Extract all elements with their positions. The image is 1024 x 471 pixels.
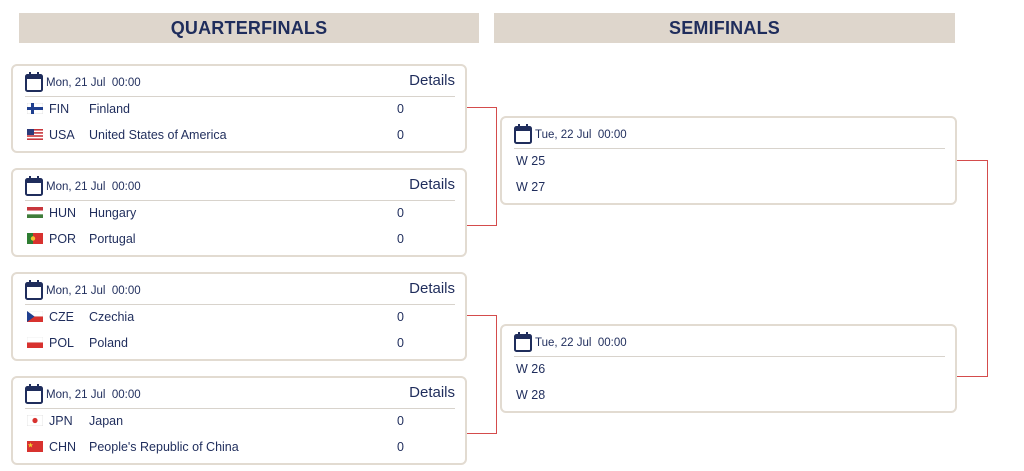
bracket-connector [467,315,497,434]
details-link[interactable]: Details [409,384,455,401]
poland-flag-icon [27,337,43,348]
calendar-icon [25,72,43,92]
details-link[interactable]: Details [409,280,455,297]
details-link[interactable]: Details [409,176,455,193]
bracket-connector [957,160,988,377]
match-date: Tue, 22 Jul 00:00 [535,129,627,141]
team-row[interactable]: JPN Japan 0 [27,411,455,431]
team-placeholder: W 27 [516,180,546,194]
china-flag-icon [27,441,43,452]
team-name: Hungary [89,206,137,220]
match-header: Mon, 21 Jul 00:00 Details [25,176,455,201]
team-row[interactable]: CZE Czechia 0 [27,307,455,327]
team-score: 0 [397,440,404,454]
team-score: 0 [397,232,404,246]
team-score: 0 [397,128,404,142]
team-row[interactable]: POR Portugal 0 [27,229,455,249]
match-date: Mon, 21 Jul 00:00 [46,77,141,89]
match-date: Tue, 22 Jul 00:00 [535,337,627,349]
team-code: POR [49,232,77,246]
match-header: Mon, 21 Jul 00:00 Details [25,72,455,97]
team-code: FIN [49,102,70,116]
finland-flag-icon [27,103,43,114]
team-name: Finland [89,102,130,116]
usa-flag-icon [27,129,43,140]
hungary-flag-icon [27,207,43,218]
team-code: HUN [49,206,77,220]
match-card-qf3[interactable]: Mon, 21 Jul 00:00 Details CZE Czechia 0 … [11,272,467,361]
team-name: Czechia [89,310,135,324]
czechia-flag-icon [27,311,43,322]
match-card-qf1[interactable]: Mon, 21 Jul 00:00 Details FIN Finland 0 … [11,64,467,153]
calendar-icon [514,124,532,144]
team-code: CHN [49,440,77,454]
japan-flag-icon [27,415,43,426]
calendar-icon [25,384,43,404]
team-placeholder: W 25 [516,154,546,168]
quarterfinals-header: QUARTERFINALS [19,13,479,43]
match-date: Mon, 21 Jul 00:00 [46,389,141,401]
match-card-qf4[interactable]: Mon, 21 Jul 00:00 Details JPN Japan 0 CH… [11,376,467,465]
match-card-qf2[interactable]: Mon, 21 Jul 00:00 Details HUN Hungary 0 … [11,168,467,257]
team-score: 0 [397,414,404,428]
team-code: CZE [49,310,74,324]
match-header: Mon, 21 Jul 00:00 Details [25,384,455,409]
team-name: People's Republic of China [89,440,239,454]
details-link[interactable]: Details [409,72,455,89]
team-code: POL [49,336,75,350]
match-header: Mon, 21 Jul 00:00 Details [25,280,455,305]
team-score: 0 [397,336,404,350]
team-code: JPN [49,414,73,428]
team-row[interactable]: FIN Finland 0 [27,99,455,119]
team-name: Poland [89,336,128,350]
match-header: Tue, 22 Jul 00:00 [514,124,945,149]
team-name: Portugal [89,232,136,246]
portugal-flag-icon [27,233,43,244]
team-row[interactable]: CHN People's Republic of China 0 [27,437,455,457]
team-row[interactable]: HUN Hungary 0 [27,203,455,223]
match-card-sf1[interactable]: Tue, 22 Jul 00:00 W 25 W 27 [500,116,957,205]
team-row[interactable]: USA United States of America 0 [27,125,455,145]
team-name: Japan [89,414,124,428]
match-date: Mon, 21 Jul 00:00 [46,181,141,193]
team-placeholder: W 28 [516,388,546,402]
team-name: United States of America [89,128,227,142]
semifinals-header: SEMIFINALS [494,13,955,43]
team-placeholder: W 26 [516,362,546,376]
calendar-icon [25,280,43,300]
match-date: Mon, 21 Jul 00:00 [46,285,141,297]
team-row[interactable]: POL Poland 0 [27,333,455,353]
calendar-icon [25,176,43,196]
team-score: 0 [397,206,404,220]
match-card-sf2[interactable]: Tue, 22 Jul 00:00 W 26 W 28 [500,324,957,413]
match-header: Tue, 22 Jul 00:00 [514,332,945,357]
team-code: USA [49,128,75,142]
calendar-icon [514,332,532,352]
team-score: 0 [397,102,404,116]
bracket-connector [467,107,497,226]
team-score: 0 [397,310,404,324]
